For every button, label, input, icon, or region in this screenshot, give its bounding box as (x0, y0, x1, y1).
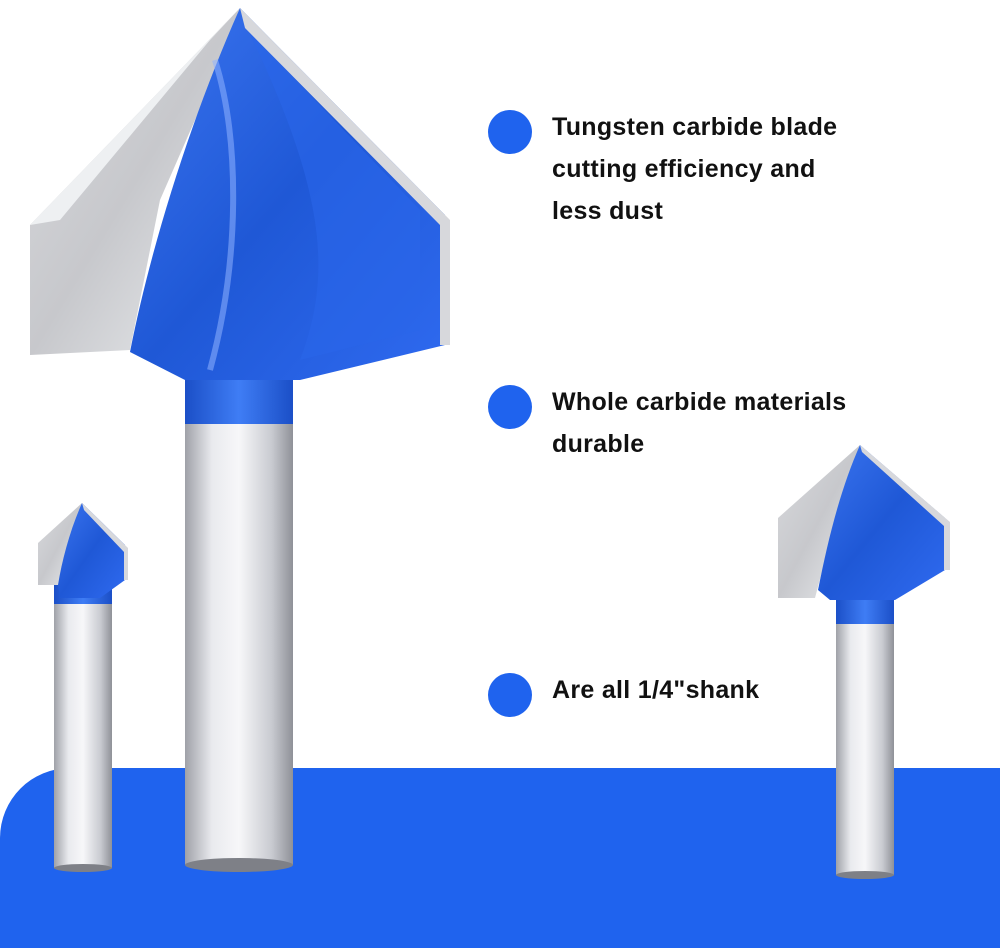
feature-item-3: Are all 1/4"shank (488, 669, 759, 717)
feature-line: durable (552, 430, 645, 458)
feature-line: less dust (552, 197, 664, 225)
large-router-bit (30, 8, 450, 872)
blue-dot-icon (488, 673, 532, 717)
feature-line: Are all 1/4"shank (552, 676, 760, 704)
medium-router-bit (778, 445, 950, 879)
blue-dot-icon (488, 385, 532, 429)
feature-line: Tungsten carbide blade (552, 113, 838, 141)
feature-item-1: Tungsten carbide blade cutting efficienc… (488, 106, 837, 232)
feature-text: Tungsten carbide blade cutting efficienc… (552, 106, 837, 232)
small-router-bit (38, 503, 128, 872)
feature-line: cutting efficiency and (552, 155, 816, 183)
feature-item-2: Whole carbide materials durable (488, 381, 847, 465)
blue-dot-icon (488, 110, 532, 154)
feature-line: Whole carbide materials (552, 388, 847, 416)
feature-text: Whole carbide materials durable (552, 381, 847, 465)
feature-text: Are all 1/4"shank (552, 669, 759, 711)
